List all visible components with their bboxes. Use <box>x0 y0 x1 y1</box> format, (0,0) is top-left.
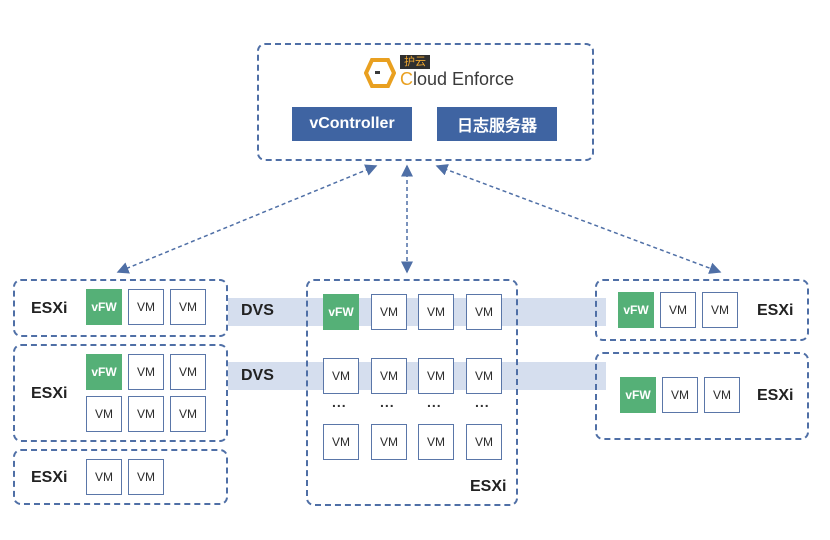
vm-node: VM <box>660 292 696 328</box>
more-vms-dots: ... <box>380 394 395 410</box>
vm-node: VM <box>371 424 407 460</box>
esxi-label: ESXi <box>31 469 68 486</box>
vm-node: VM <box>170 354 206 390</box>
vm-node: VM <box>128 354 164 390</box>
vm-node: VM <box>128 459 164 495</box>
vm-node: VM <box>323 358 359 394</box>
esxi-host-left-2 <box>13 344 228 442</box>
vm-node: VM <box>418 358 454 394</box>
dvs-label-1: DVS <box>241 302 274 319</box>
dvs-band-2 <box>228 362 606 390</box>
vm-node: VM <box>323 424 359 460</box>
esxi-label: ESXi <box>31 300 68 317</box>
vfw-node: vFW <box>618 292 654 328</box>
vm-node: VM <box>418 294 454 330</box>
bidirectional-arrow-icon <box>116 164 378 274</box>
vm-node: VM <box>704 377 740 413</box>
esxi-label: ESXi <box>31 385 68 402</box>
vfw-node: vFW <box>86 289 122 325</box>
vm-node: VM <box>371 358 407 394</box>
more-vms-dots: ... <box>332 394 347 410</box>
esxi-label: ESXi <box>757 302 794 319</box>
logo-brand-rest: loud Enforce <box>413 69 515 89</box>
vfw-node: vFW <box>620 377 656 413</box>
esxi-label: ESXi <box>757 387 794 404</box>
esxi-label: ESXi <box>470 478 507 495</box>
dvs-band-1 <box>228 298 606 326</box>
log-server-button[interactable]: 日志服务器 <box>437 107 557 141</box>
vm-node: VM <box>466 358 502 394</box>
more-vms-dots: ... <box>427 394 442 410</box>
vfw-node: vFW <box>86 354 122 390</box>
dvs-label-2: DVS <box>241 367 274 384</box>
vcontroller-button[interactable]: vController <box>292 107 412 141</box>
vm-node: VM <box>662 377 698 413</box>
esxi-host-right-1 <box>595 279 809 341</box>
vm-node: VM <box>86 459 122 495</box>
vm-node: VM <box>86 396 122 432</box>
vm-node: VM <box>466 294 502 330</box>
more-vms-dots: ... <box>475 394 490 410</box>
esxi-host-center <box>306 279 518 506</box>
vm-node: VM <box>371 294 407 330</box>
logo-brand-prefix: C <box>400 69 413 89</box>
vm-node: VM <box>170 396 206 432</box>
controller-box <box>257 43 594 161</box>
vm-node: VM <box>128 396 164 432</box>
esxi-host-left-1 <box>13 279 228 337</box>
bidirectional-arrow-icon <box>435 164 722 274</box>
vm-node: VM <box>418 424 454 460</box>
cloud-enforce-logo-icon <box>364 58 396 88</box>
vm-node: VM <box>128 289 164 325</box>
vfw-node: vFW <box>323 294 359 330</box>
vm-node: VM <box>466 424 502 460</box>
vm-node: VM <box>702 292 738 328</box>
vm-node: VM <box>170 289 206 325</box>
esxi-host-left-3 <box>13 449 228 505</box>
esxi-host-right-2 <box>595 352 809 440</box>
logo-tag: 护云 <box>400 55 430 69</box>
logo-brand: Cloud Enforce <box>400 69 514 90</box>
